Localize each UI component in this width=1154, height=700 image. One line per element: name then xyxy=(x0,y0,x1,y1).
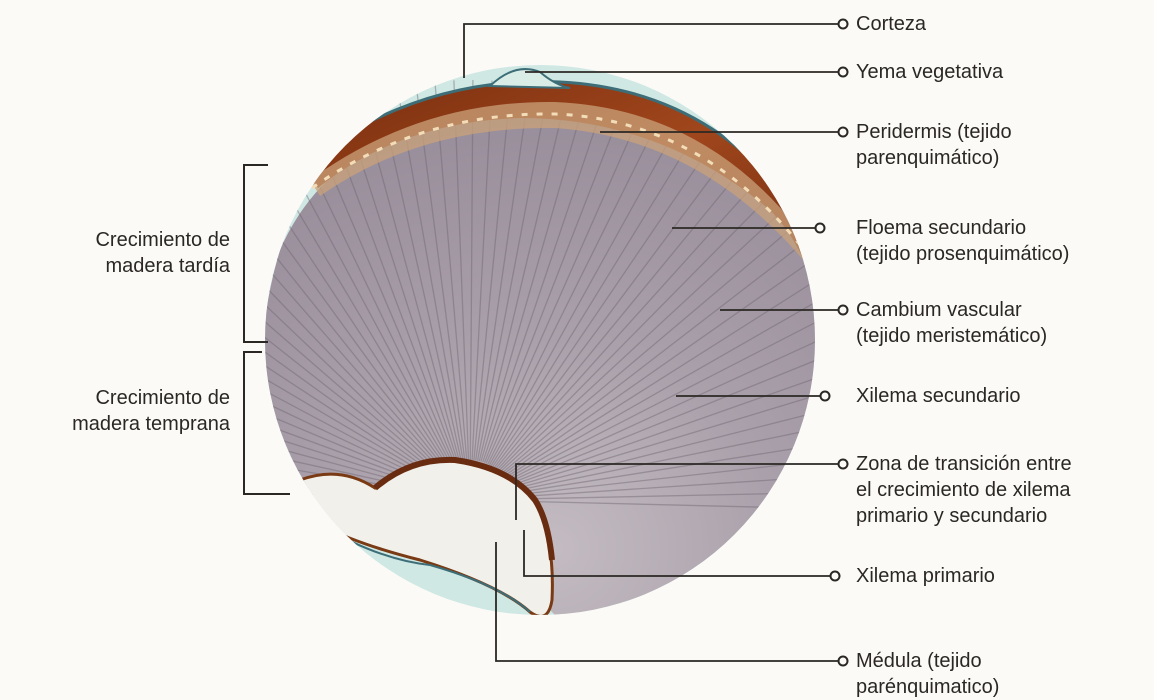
endpoint-peridermis xyxy=(839,128,848,137)
endpoint-transicion xyxy=(839,460,848,469)
label-line: Yema vegetativa xyxy=(856,59,1003,85)
label-line: parenquimático) xyxy=(856,145,1012,171)
label-peridermis: Peridermis (tejido parenquimático) xyxy=(856,119,1012,171)
label-line: Cambium vascular xyxy=(856,297,1047,323)
label-xilema-secundario: Xilema secundario xyxy=(856,383,1021,409)
label-line: Médula (tejido xyxy=(856,648,999,674)
label-line: (tejido prosenquimático) xyxy=(856,241,1069,267)
label-zona-transicion: Zona de transición entre el crecimiento … xyxy=(856,451,1072,529)
label-line: Xilema primario xyxy=(856,563,995,589)
label-line: parénquimatico) xyxy=(856,674,999,700)
label-line: Crecimiento de xyxy=(72,385,230,411)
endpoint-xilema-sec xyxy=(821,392,830,401)
label-medula: Médula (tejido parénquimatico) xyxy=(856,648,999,700)
label-corteza: Corteza xyxy=(856,11,926,37)
endpoint-floema xyxy=(816,224,825,233)
label-line: Floema secundario xyxy=(856,215,1069,241)
endpoint-xilema-prim xyxy=(831,572,840,581)
label-line: primario y secundario xyxy=(856,503,1072,529)
label-cambium-vascular: Cambium vascular (tejido meristemático) xyxy=(856,297,1047,349)
bracket-late-wood xyxy=(244,165,268,342)
endpoint-medula xyxy=(839,657,848,666)
label-line: Crecimiento de xyxy=(95,227,230,253)
label-line: Zona de transición entre xyxy=(856,451,1072,477)
label-line: (tejido meristemático) xyxy=(856,323,1047,349)
label-line: madera tardía xyxy=(95,253,230,279)
label-line: madera temprana xyxy=(72,411,230,437)
endpoint-corteza xyxy=(839,20,848,29)
label-xilema-primario: Xilema primario xyxy=(856,563,995,589)
endpoint-yema xyxy=(839,68,848,77)
label-madera-tardia: Crecimiento de madera tardía xyxy=(95,227,230,279)
label-line: Xilema secundario xyxy=(856,383,1021,409)
label-yema-vegetativa: Yema vegetativa xyxy=(856,59,1003,85)
label-floema-secundario: Floema secundario (tejido prosenquimátic… xyxy=(856,215,1069,267)
label-line: Peridermis (tejido xyxy=(856,119,1012,145)
label-line: el crecimiento de xilema xyxy=(856,477,1072,503)
leader-endpoints xyxy=(816,20,848,666)
label-madera-temprana: Crecimiento de madera temprana xyxy=(72,385,230,437)
endpoint-cambium xyxy=(839,306,848,315)
label-line: Corteza xyxy=(856,11,926,37)
